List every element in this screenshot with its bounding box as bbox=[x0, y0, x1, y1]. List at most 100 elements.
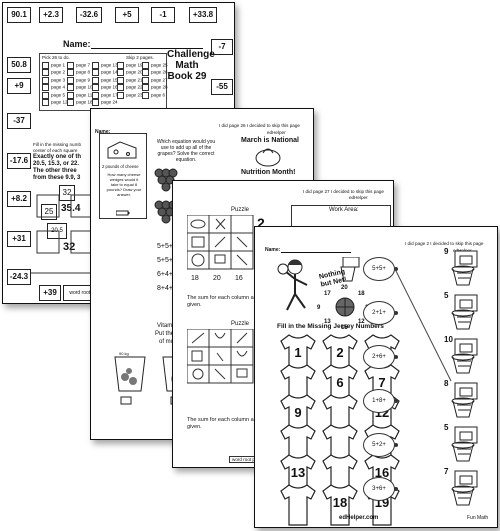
basketball-hoop: 5 bbox=[444, 423, 481, 463]
page-label: page 11 bbox=[76, 92, 93, 98]
equation-option[interactable]: 8+4+8+ bbox=[157, 285, 181, 292]
checkbox-icon[interactable] bbox=[92, 62, 99, 69]
checkbox-icon[interactable] bbox=[42, 62, 49, 69]
checkbox-icon[interactable] bbox=[42, 91, 49, 99]
checkbox-icon[interactable] bbox=[142, 69, 149, 77]
page-checkbox[interactable]: page 10 bbox=[67, 84, 93, 92]
checkbox-icon[interactable] bbox=[142, 76, 149, 84]
checkbox-icon[interactable] bbox=[117, 76, 124, 84]
instruction-line: 20.5, 15.3, or 22. bbox=[33, 161, 80, 167]
page-checkbox[interactable]: page 1 bbox=[42, 62, 65, 69]
top-value: +33.8 bbox=[189, 7, 217, 23]
name-line[interactable] bbox=[281, 252, 351, 253]
checkbox-icon[interactable] bbox=[42, 69, 49, 77]
page-checkbox[interactable]: page 5 bbox=[42, 91, 65, 99]
page-checkbox[interactable]: page 22 bbox=[117, 84, 143, 92]
basketball-hoop: 9 bbox=[444, 247, 481, 287]
page-checkbox[interactable]: page 15 bbox=[92, 76, 118, 84]
checkbox-icon[interactable] bbox=[92, 69, 99, 77]
page-checkbox[interactable]: page 4 bbox=[42, 84, 65, 92]
equation-option[interactable]: 5+5+5+5 bbox=[157, 257, 185, 264]
puzzle-heading: Puzzle bbox=[231, 207, 250, 213]
checkbox-icon[interactable] bbox=[42, 99, 49, 106]
page-checkbox[interactable]: page 21 bbox=[117, 76, 143, 84]
cheese-icon bbox=[107, 141, 137, 159]
equation-option[interactable]: 6+4+6+4 bbox=[157, 271, 185, 278]
checkbox-icon[interactable] bbox=[92, 76, 99, 84]
checkbox-icon[interactable] bbox=[92, 99, 99, 106]
jersey[interactable] bbox=[279, 483, 317, 527]
page-checkbox[interactable]: page 2 bbox=[42, 69, 65, 77]
top-value: +5 bbox=[115, 7, 139, 23]
basketball-hoop: 5 bbox=[444, 291, 481, 331]
page-checkbox[interactable]: page 8 bbox=[67, 69, 90, 77]
checkbox-icon[interactable] bbox=[67, 91, 74, 99]
puzzle-grid bbox=[187, 329, 254, 384]
page-checkbox[interactable]: page 28 bbox=[142, 84, 168, 92]
page-label: page 18 bbox=[76, 99, 93, 105]
pencil-icon bbox=[116, 210, 130, 216]
skip-checkboxes[interactable]: I did page 2 I decided to skip this page bbox=[405, 241, 484, 246]
page-checkbox[interactable]: page 7 bbox=[67, 62, 90, 69]
checkbox-icon[interactable] bbox=[142, 62, 149, 69]
page-checkbox[interactable]: page 14 bbox=[92, 69, 118, 77]
checkbox-icon[interactable] bbox=[42, 76, 49, 84]
page-checkbox[interactable]: page 20 bbox=[117, 69, 143, 77]
basketball-icon bbox=[335, 297, 355, 317]
checkbox-icon[interactable] bbox=[67, 99, 74, 106]
page-checkbox[interactable]: page 13 bbox=[92, 62, 118, 69]
page-checkbox[interactable]: page 9 bbox=[67, 76, 90, 84]
checkbox-icon[interactable] bbox=[117, 62, 124, 69]
puzzle-heading: Puzzle bbox=[231, 321, 250, 327]
expression-bubble[interactable]: 1+8+ bbox=[363, 389, 398, 413]
checkbox-icon[interactable] bbox=[117, 84, 124, 92]
page-checkbox[interactable]: page 16 bbox=[92, 84, 118, 92]
page-label: page 27 bbox=[151, 77, 168, 83]
expression-bubble[interactable]: 2+6+ bbox=[363, 345, 398, 369]
skip-checkboxes[interactable]: I did page 26 I decided to skip this pag… bbox=[219, 123, 300, 128]
checkbox-icon[interactable] bbox=[67, 69, 74, 77]
col-sum: 18 bbox=[191, 275, 199, 282]
page-checkbox[interactable]: page 6 bbox=[142, 91, 165, 99]
circle-number: 18 bbox=[357, 290, 365, 297]
page-label: page 1 bbox=[51, 62, 66, 68]
page-checkbox[interactable]: page 17 bbox=[92, 91, 118, 99]
checkbox-icon[interactable] bbox=[92, 84, 99, 92]
page-checkbox[interactable]: page 3 bbox=[42, 76, 66, 84]
page-checkbox[interactable]: page 24 bbox=[92, 99, 118, 106]
top-value: -1 bbox=[151, 7, 175, 23]
checkbox-icon[interactable] bbox=[67, 76, 74, 84]
checkbox-icon[interactable] bbox=[142, 84, 149, 92]
page-checkbox[interactable]: page 26 bbox=[142, 69, 168, 77]
instruction-line: Fill in the missing numb bbox=[33, 142, 81, 147]
page-checkbox[interactable]: page 25 bbox=[142, 62, 168, 69]
left-value: +31 bbox=[7, 231, 31, 247]
checkbox-icon[interactable] bbox=[92, 91, 99, 99]
name-line[interactable] bbox=[91, 48, 203, 49]
puzzle-grid bbox=[187, 215, 254, 270]
jersey-number: 16 bbox=[374, 465, 390, 480]
page-checkbox[interactable]: page 11 bbox=[67, 91, 93, 99]
jersey-number: 6 bbox=[336, 375, 344, 390]
checkbox-icon[interactable] bbox=[42, 84, 49, 92]
page-checkbox[interactable]: page 19 bbox=[117, 62, 143, 69]
expression-bubble[interactable]: 5+2+ bbox=[363, 433, 398, 457]
page-checkbox[interactable]: page 18 bbox=[67, 99, 93, 106]
expression-bubble[interactable]: 2+1+ bbox=[363, 301, 398, 325]
equation-option[interactable]: 5+5+5+5 bbox=[157, 243, 185, 250]
page-checkbox[interactable]: page 23 bbox=[117, 91, 143, 99]
expression-bubble[interactable]: 3+6+ bbox=[363, 477, 398, 501]
checkbox-icon[interactable] bbox=[67, 62, 74, 69]
checkbox-icon[interactable] bbox=[117, 91, 124, 99]
page-checkbox[interactable]: page 27 bbox=[142, 76, 168, 84]
skip-checkboxes[interactable]: I did page 27 I decided to skip this pag… bbox=[303, 189, 384, 194]
page-checkbox[interactable]: page 12 bbox=[42, 99, 68, 106]
checkbox-icon[interactable] bbox=[117, 69, 124, 77]
checkbox-icon[interactable] bbox=[142, 91, 149, 99]
expression-bubbles: 5+5+ 2+1+ 2+6+ 1+8+ 5+2+ 3+6+ bbox=[361, 257, 401, 517]
grapes-question: Which equation would you use to add up a… bbox=[156, 139, 216, 163]
page-label: page 22 bbox=[126, 84, 143, 90]
page-label: page 3 bbox=[51, 77, 66, 83]
expression-bubble[interactable]: 5+5+ bbox=[363, 257, 398, 281]
checkbox-icon[interactable] bbox=[67, 84, 74, 92]
